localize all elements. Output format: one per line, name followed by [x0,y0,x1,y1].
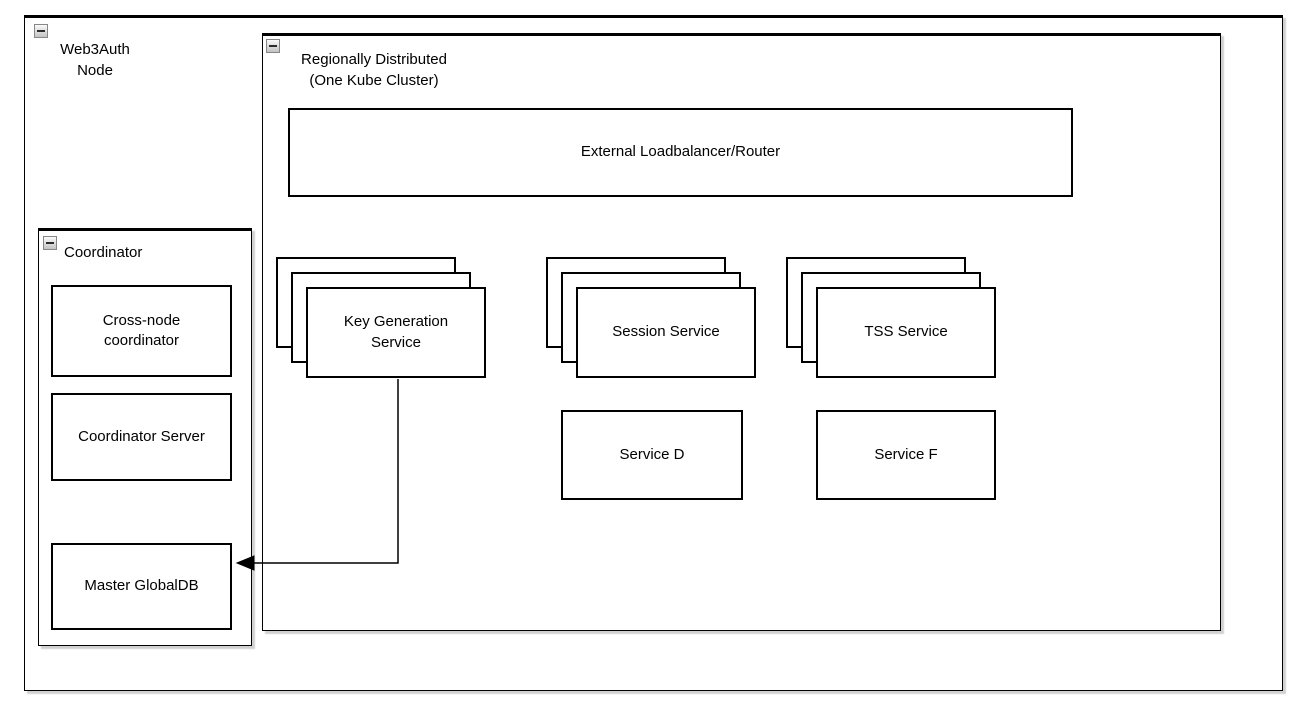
node-label: Coordinator Server [78,427,205,445]
container-coordinator: Coordinator Cross-node coordinator Coord… [38,228,252,646]
stack-layer-front: Key Generation Service [306,287,486,378]
minus-icon [269,45,277,47]
node-label: Service F [874,445,938,463]
collapse-button-coordinator[interactable] [43,236,57,250]
container-web3auth-node: Web3Auth Node Coordinator Cross-node coo… [24,15,1283,691]
node-label: Key Generation Service [343,313,449,351]
node-key-generation-service: Key Generation Service [276,257,488,380]
node-label: Master GlobalDB [84,577,199,595]
node-coordinator-server: Coordinator Server [51,393,232,481]
node-tss-service: TSS Service [786,257,998,380]
node-label: Service D [619,445,685,463]
stack-layer-front: Session Service [576,287,756,378]
minus-icon [37,30,45,32]
node-external-loadbalancer: External Loadbalancer/Router [288,108,1073,197]
node-service-d: Service D [561,410,743,500]
collapse-button-regionally-distributed[interactable] [266,39,280,53]
node-label: Session Service [612,323,720,341]
node-master-globaldb: Master GlobalDB [51,543,232,630]
node-service-f: Service F [816,410,996,500]
minus-icon [46,242,54,244]
collapse-button-web3auth-node[interactable] [34,24,48,38]
container-label-coordinator: Coordinator [64,244,143,261]
container-regionally-distributed: Regionally Distributed (One Kube Cluster… [262,33,1221,631]
node-cross-node-coordinator: Cross-node coordinator [51,285,232,377]
container-label-regionally-distributed: Regionally Distributed (One Kube Cluster… [301,51,447,89]
node-session-service: Session Service [546,257,758,380]
node-label: Cross-node coordinator [102,311,181,349]
node-label: TSS Service [864,323,948,341]
stack-layer-front: TSS Service [816,287,996,378]
container-label-web3auth-node: Web3Auth Node [60,41,130,79]
node-label: External Loadbalancer/Router [580,143,781,161]
